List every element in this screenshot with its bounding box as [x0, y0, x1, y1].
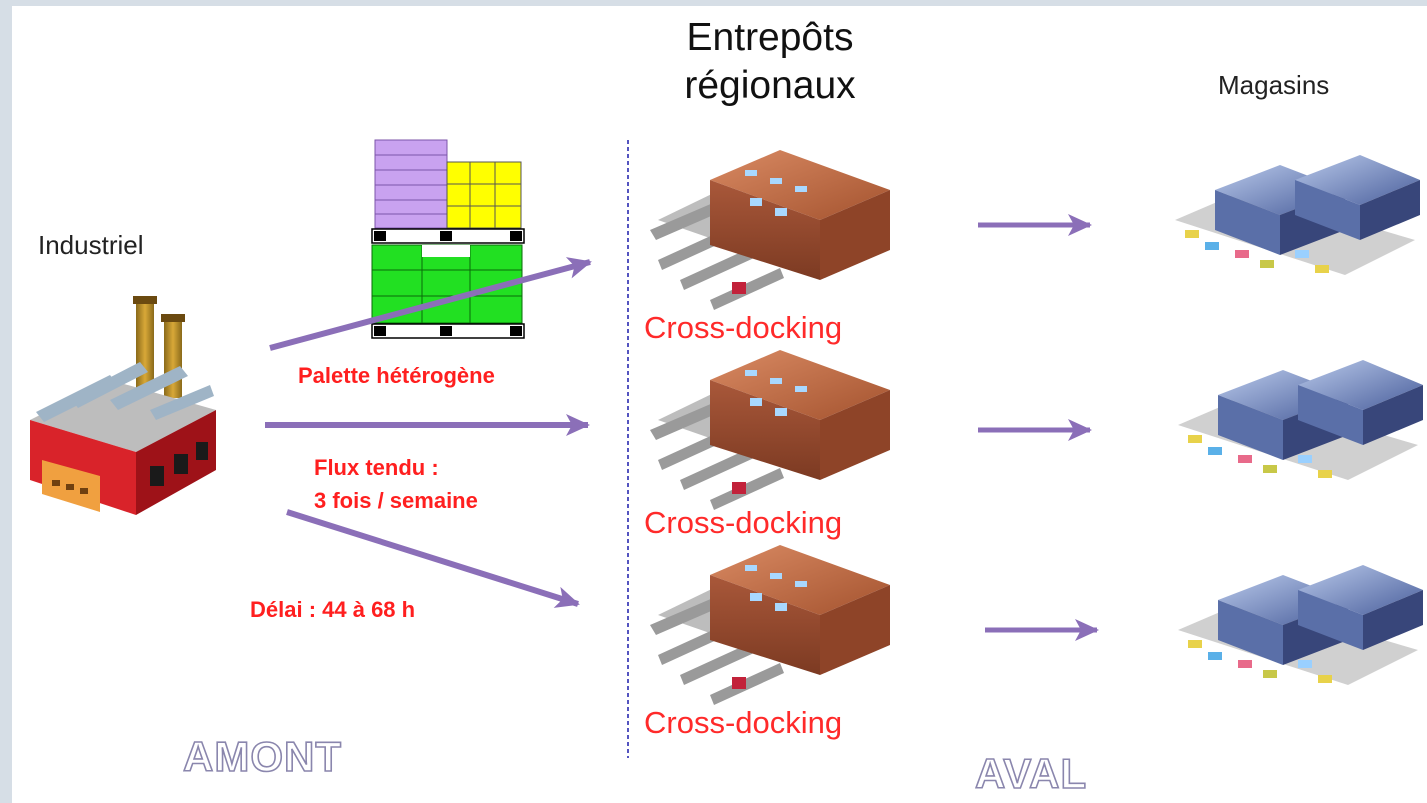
pallet-label: Palette hétérogène — [298, 363, 495, 388]
stores-label: Magasins — [1218, 70, 1330, 100]
warehouse-2-label: Cross-docking — [644, 505, 843, 540]
warehouses-title: Entrepôts régionaux — [655, 14, 885, 110]
warehouse-1-label: Cross-docking — [644, 310, 843, 345]
diagram-canvas — [30, 139, 1423, 758]
mixed-pallet-icon — [371, 139, 525, 339]
warehouse-3-label: Cross-docking — [644, 705, 843, 740]
warehouse-icon-2 — [650, 350, 890, 510]
warehouse-icon-1 — [650, 150, 890, 310]
stores-icon-2 — [1178, 360, 1423, 480]
stores-icon-3 — [1178, 565, 1423, 685]
downstream-label: AVAL — [974, 749, 1088, 798]
flow-label-line2: 3 fois / semaine — [314, 488, 478, 513]
factory-icon — [30, 296, 216, 515]
stores-icon-1 — [1175, 155, 1420, 275]
slide: Entrepôts régionaux Magasins Industriel … — [12, 6, 1427, 803]
warehouses-title-line1: Entrepôts — [686, 16, 854, 59]
warehouse-icon-3 — [650, 545, 890, 705]
delay-label: Délai : 44 à 68 h — [250, 597, 416, 622]
source-label: Industriel — [38, 230, 144, 260]
arrow-to-warehouse-3 — [286, 509, 580, 608]
flow-label-line1: Flux tendu : — [314, 455, 439, 480]
warehouses-title-line2: régionaux — [684, 64, 856, 107]
upstream-label: AMONT — [182, 732, 342, 781]
arrow-to-warehouse-1 — [269, 257, 592, 351]
